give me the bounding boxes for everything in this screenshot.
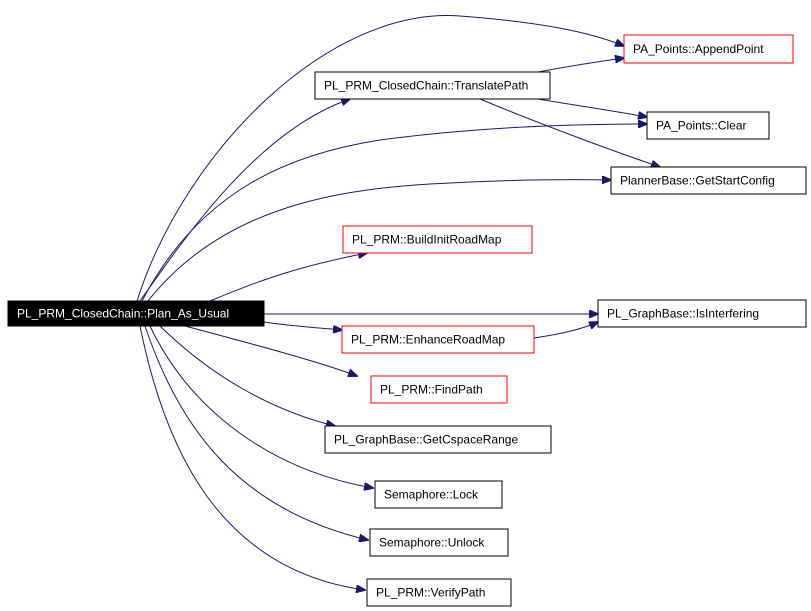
node-enhance-roadmap[interactable]: PL_PRM::EnhanceRoadMap	[341, 325, 535, 354]
node-get-cspace-range[interactable]: PL_GraphBase::GetCspaceRange	[324, 425, 552, 454]
node-unlock[interactable]: Semaphore::Unlock	[369, 528, 509, 557]
node-box[interactable]	[370, 375, 508, 404]
node-box[interactable]	[374, 480, 503, 509]
edge-root-to-enhance-roadmap	[263, 321, 342, 330]
node-label: Semaphore::Unlock	[379, 536, 485, 550]
node-box[interactable]	[366, 578, 512, 607]
edge-root-to-clear	[141, 124, 647, 302]
node-is-interfering[interactable]: PL_GraphBase::IsInterfering	[597, 299, 807, 328]
edge-root-to-translate-path	[139, 99, 350, 302]
edge-root-to-get-start-config	[147, 180, 611, 302]
node-box[interactable]	[369, 528, 509, 557]
node-root[interactable]: PL_PRM_ClosedChain::Plan_As_Usual	[7, 300, 265, 327]
node-label: PA_Points::Clear	[656, 119, 747, 133]
edge-translate-path-to-append-point	[537, 58, 624, 73]
node-box[interactable]	[324, 425, 552, 454]
node-label: PL_GraphBase::GetCspaceRange	[334, 433, 518, 447]
node-label: Semaphore::Lock	[384, 488, 479, 502]
node-box[interactable]	[341, 325, 535, 354]
edge-root-to-get-cspace-range	[159, 325, 335, 426]
edge-root-to-build-init-roadmap	[209, 253, 367, 302]
node-label: PL_PRM::FindPath	[380, 383, 483, 397]
node-box[interactable]	[314, 71, 551, 100]
node-box[interactable]	[342, 225, 533, 254]
node-verify-path[interactable]: PL_PRM::VerifyPath	[366, 578, 512, 607]
edge-root-to-verify-path	[139, 325, 365, 590]
node-translate-path[interactable]: PL_PRM_ClosedChain::TranslatePath	[314, 71, 551, 100]
node-box[interactable]	[7, 300, 265, 327]
node-label: PlannerBase::GetStartConfig	[620, 174, 775, 188]
node-get-start-config[interactable]: PlannerBase::GetStartConfig	[610, 166, 807, 195]
node-lock[interactable]: Semaphore::Lock	[374, 480, 503, 509]
node-label: PA_Points::AppendPoint	[633, 42, 764, 56]
node-label: PL_GraphBase::IsInterfering	[607, 307, 759, 321]
edge-root-to-append-point	[136, 15, 624, 302]
node-clear[interactable]: PA_Points::Clear	[646, 111, 770, 140]
node-box[interactable]	[646, 111, 770, 140]
node-label: PL_PRM_ClosedChain::Plan_As_Usual	[17, 307, 229, 321]
edge-root-to-find-path	[184, 325, 357, 376]
node-append-point[interactable]: PA_Points::AppendPoint	[623, 34, 794, 64]
edge-enhance-roadmap-to-is-interfering	[533, 322, 598, 339]
edge-translate-path-to-get-start-config	[479, 98, 660, 167]
edge-translate-path-to-clear	[537, 98, 647, 117]
node-find-path[interactable]: PL_PRM::FindPath	[370, 375, 508, 404]
edge-layer	[136, 15, 660, 590]
node-label: PL_PRM::EnhanceRoadMap	[351, 333, 505, 347]
node-box[interactable]	[597, 299, 807, 328]
node-label: PL_PRM::VerifyPath	[376, 586, 485, 600]
node-layer: PL_PRM_ClosedChain::Plan_As_Usual PA_Poin…	[7, 34, 807, 607]
edge-root-to-lock	[149, 325, 373, 488]
node-label: PL_PRM_ClosedChain::TranslatePath	[324, 79, 528, 93]
edge-root-to-unlock	[144, 325, 368, 540]
node-box[interactable]	[610, 166, 807, 195]
node-label: PL_PRM::BuildInitRoadMap	[352, 233, 502, 247]
node-build-init-roadmap[interactable]: PL_PRM::BuildInitRoadMap	[342, 225, 533, 254]
node-box[interactable]	[623, 34, 794, 64]
